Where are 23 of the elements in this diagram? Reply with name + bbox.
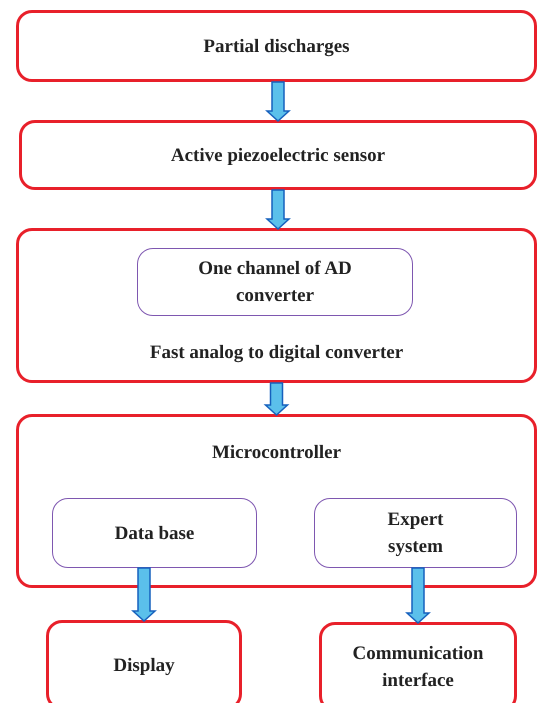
block-arrow <box>405 567 431 624</box>
process-box <box>19 120 537 190</box>
sub-block-box <box>52 498 257 568</box>
block-label: Expert system <box>386 508 444 559</box>
block-label: Data base <box>114 522 194 546</box>
process-box <box>16 10 537 82</box>
block-label: Display <box>113 654 175 678</box>
block-arrow <box>264 382 290 416</box>
process-box <box>319 622 517 703</box>
block-label: Communication interface <box>352 642 484 693</box>
block-label: Partial discharges <box>203 34 350 58</box>
block-label: Active piezoelectric sensor <box>170 144 386 168</box>
block-label: Microcontroller <box>212 441 342 465</box>
process-box <box>16 228 537 383</box>
process-box <box>46 620 242 703</box>
sub-block-box <box>137 248 413 316</box>
block-arrow <box>265 81 291 122</box>
block-label: One channel of AD converter <box>197 257 353 308</box>
block-arrow <box>265 189 291 230</box>
block-arrow <box>131 567 157 622</box>
sub-block-box <box>314 498 517 568</box>
process-box <box>16 414 537 588</box>
block-label: Fast analog to digital converter <box>150 341 404 365</box>
